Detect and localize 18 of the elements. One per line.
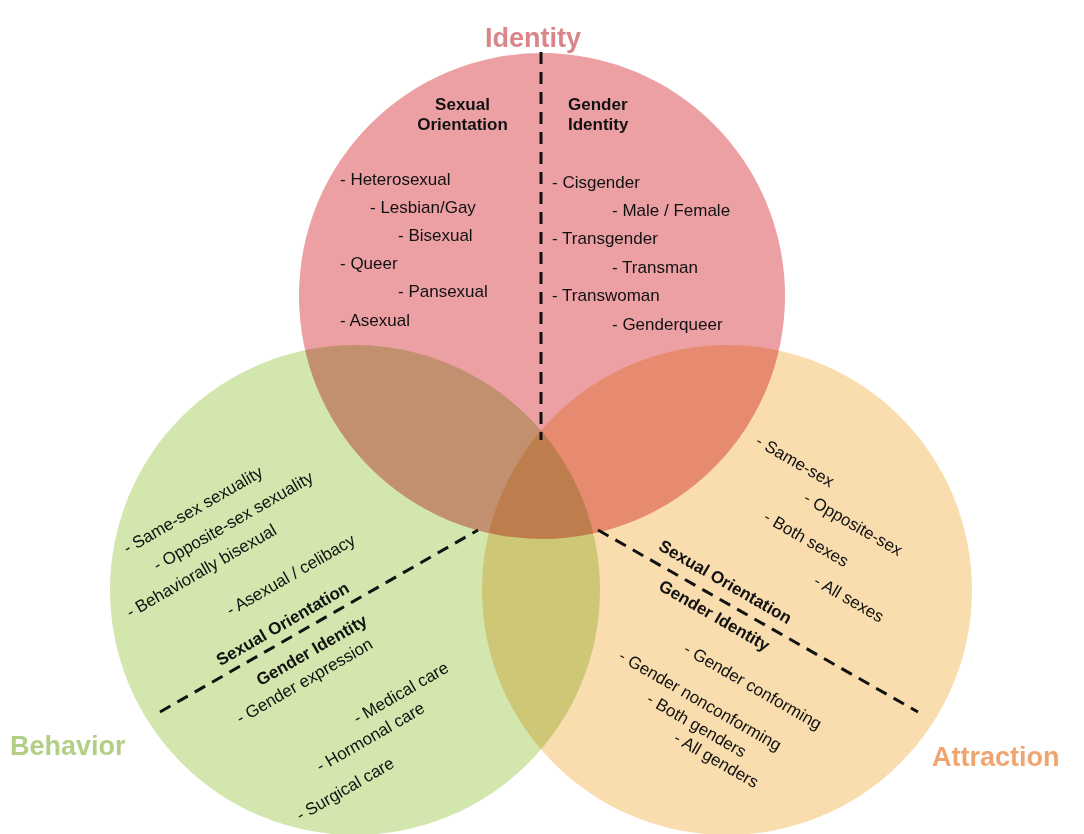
section-heading: Sexual Orientation [416, 95, 509, 135]
list-item: - Cisgender [552, 173, 640, 193]
list-item: - All sexes [810, 571, 888, 628]
section-heading: Gender Identity [568, 95, 630, 135]
list-item: - Lesbian/Gay [370, 198, 476, 218]
list-item: - Genderqueer [612, 315, 723, 335]
circle-title: Attraction [932, 741, 1060, 773]
circle-title: Identity [485, 22, 581, 54]
circle-title: Behavior [10, 730, 126, 762]
list-item: - Heterosexual [340, 170, 451, 190]
list-item: - Queer [340, 254, 398, 274]
list-item: - Transgender [552, 229, 658, 249]
list-item: - Pansexual [398, 282, 488, 302]
list-item: - Asexual [340, 311, 410, 331]
list-item: - Male / Female [612, 201, 731, 221]
list-item: - Bisexual [398, 226, 473, 246]
list-item: - Transman [612, 258, 698, 278]
list-item: - Transwoman [552, 286, 660, 306]
